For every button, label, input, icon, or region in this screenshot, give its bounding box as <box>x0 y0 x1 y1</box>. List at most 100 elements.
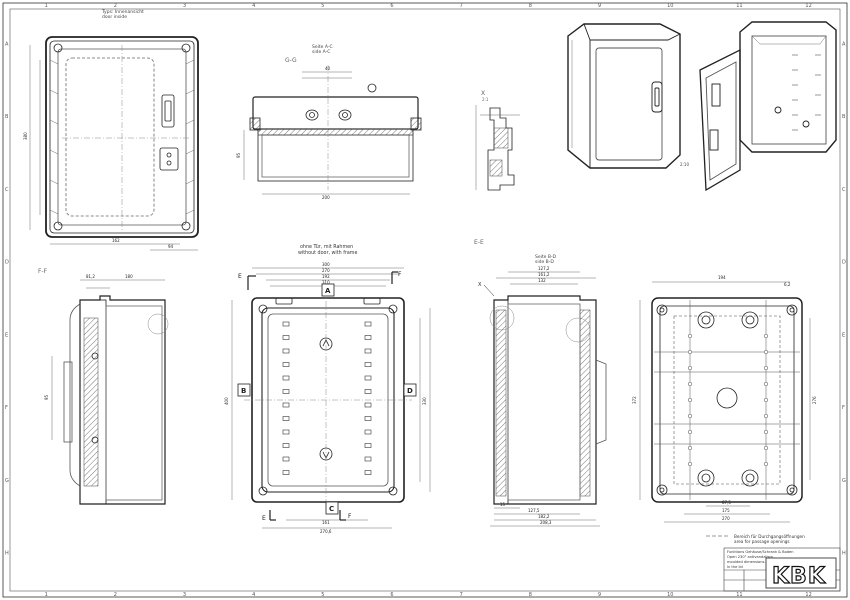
rib-dot <box>763 461 769 467</box>
frame-letter: C <box>5 187 9 193</box>
frame-letter: E <box>5 332 8 338</box>
rib-dot <box>687 461 693 467</box>
x-detail-view: X 2:1 <box>475 90 520 191</box>
bottom-dim-2: 175 <box>722 508 730 513</box>
frame-letter: D <box>5 260 9 266</box>
frame-letter: C <box>842 187 846 193</box>
gg-section-view: G-G Seite A-C side A-C 40 200 95 <box>236 44 422 200</box>
frame-letter: A <box>842 41 846 47</box>
legend-line2: area for passage openings <box>734 539 790 544</box>
svg-text:D: D <box>407 387 413 395</box>
mounting-slot <box>364 429 372 435</box>
ee-section-label: E-E <box>474 239 484 246</box>
frame-number: 1 <box>45 3 48 9</box>
ee-dim-bottom-2: 127,5 <box>528 508 540 513</box>
main-dim-top-3: 192 <box>322 274 330 279</box>
ee-side-line2: side B-D <box>535 259 554 265</box>
cut-label-e-bottom: E <box>262 515 266 522</box>
frame-letter: G <box>842 478 846 484</box>
title-block: Funktions Gehäuse/Schrank & Boden Open 2… <box>723 547 841 592</box>
ee-dim-top-2: 161,2 <box>538 272 550 277</box>
gg-dim-bottom: 200 <box>322 195 330 200</box>
frame-number: 11 <box>736 3 742 9</box>
frame-number: 4 <box>252 592 255 598</box>
frame-number: 8 <box>529 592 532 598</box>
frame-letter: F <box>5 405 8 411</box>
rib-dot <box>763 429 769 435</box>
ff-dim-a: 81,2 <box>86 274 95 279</box>
rib-dot <box>687 365 693 371</box>
mounting-slot <box>364 335 372 340</box>
rib-dot <box>763 333 769 339</box>
frame-number: 10 <box>667 3 673 9</box>
kbk-logo: KBK <box>765 557 837 590</box>
cut-label-e-top: E <box>238 273 242 280</box>
cut-label-f-bottom: F <box>348 513 352 520</box>
frame-number: 10 <box>667 592 673 598</box>
mounting-slot <box>364 456 372 462</box>
mounting-slot <box>364 470 372 475</box>
frame-number: 5 <box>321 592 324 598</box>
door-note-line2: door inside <box>102 14 127 20</box>
door-hinge-icon <box>159 94 179 171</box>
frame-letter: D <box>842 260 846 266</box>
gg-dim-top: 40 <box>325 66 331 71</box>
x-detail-label: X <box>481 90 485 97</box>
rib-dot <box>687 429 693 435</box>
din-rail-slots <box>282 321 372 475</box>
bottom-dim-corner: 6,2 <box>784 282 791 287</box>
door-note-line1: Typs: Innenansicht <box>101 9 144 15</box>
door-front-view: Typs: Innenansicht door inside 162 94 <box>23 9 199 251</box>
main-dim-right: 330 <box>422 397 427 405</box>
frame-number: 2 <box>114 3 117 9</box>
mounting-slot <box>364 321 372 327</box>
marker-c: C <box>325 501 339 515</box>
main-front-view: ohne Tür, mit Rahmen without door, with … <box>224 244 431 534</box>
ff-dim-c: 95 <box>44 394 49 400</box>
rib-dot <box>687 349 693 355</box>
marker-a: A <box>321 283 335 297</box>
frame-letter: B <box>842 114 846 120</box>
mounting-slot <box>364 389 372 394</box>
ee-section-view: E-E Seite B-D side B-D X 127,2 161,2 132… <box>474 239 607 527</box>
bottom-dim-top: 194 <box>718 275 726 280</box>
frame-letter: G <box>5 478 9 484</box>
main-title-line1: ohne Tür, mit Rahmen <box>300 244 353 250</box>
mounting-slot <box>364 375 372 381</box>
ff-section-label: F-F <box>38 268 48 275</box>
mounting-slot <box>282 456 290 462</box>
ee-side-line1: Seite B-D <box>535 254 557 260</box>
ff-fixing-icon <box>91 352 99 360</box>
frame-number: 3 <box>183 592 186 598</box>
isometric-open-box: 2:10 <box>680 21 837 192</box>
ee-dim-top-3: 132 <box>538 278 546 283</box>
frame-number: 9 <box>598 592 601 598</box>
rib-dot <box>763 397 769 403</box>
bottom-corner-screw-icons <box>656 304 798 496</box>
frame-number: 6 <box>390 3 393 9</box>
rib-dot <box>763 349 769 355</box>
mounting-slot <box>282 429 290 435</box>
gg-side-line2: side A-C <box>312 49 330 55</box>
ff-section-view: F-F 81,2 180 95 <box>38 268 169 505</box>
x-detail-scale: 2:1 <box>482 97 489 102</box>
mounting-slot <box>282 389 290 394</box>
main-dim-top-1: 300 <box>322 262 330 267</box>
frame-number: 7 <box>460 592 463 598</box>
main-dim-left: 400 <box>224 397 229 405</box>
main-dim-bottom-1: 161 <box>322 520 330 525</box>
mounting-slot <box>364 402 372 408</box>
rib-dot <box>687 445 693 451</box>
rib-dot <box>763 381 769 387</box>
open-door-hinge-icon <box>711 83 721 107</box>
mounting-slot <box>282 362 290 367</box>
frame-letter: H <box>842 551 846 557</box>
title-text-line2: Open 230° antivandalism... <box>727 555 776 559</box>
frame-letter: A <box>5 41 9 47</box>
frame-number: 7 <box>460 3 463 9</box>
gg-gland-icons <box>305 83 377 121</box>
frame-letter: E <box>842 332 845 338</box>
gg-section-label: G-G <box>285 57 297 64</box>
